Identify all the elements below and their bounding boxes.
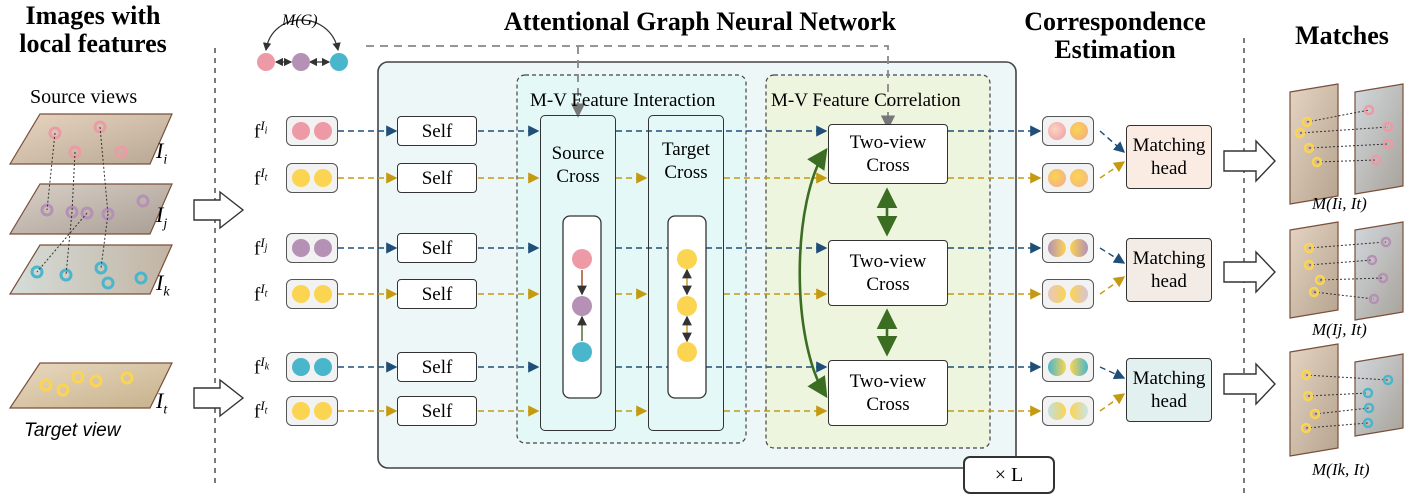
source-view-image-k xyxy=(8,244,173,295)
graph-feed-line-correlation xyxy=(366,45,896,130)
self-box-1: Self xyxy=(397,116,477,146)
correspondence-heading: Correspondence Estimation xyxy=(1024,7,1206,64)
mv-correlation-title: M-V Feature Correlation xyxy=(771,90,961,111)
graph-node-cyan xyxy=(330,53,348,71)
target-to-features-arrow xyxy=(193,378,245,418)
output-pill-t3 xyxy=(1042,396,1094,426)
agnn-heading: Attentional Graph Neural Network xyxy=(503,7,897,36)
view-label-i: Ii xyxy=(156,138,168,168)
feature-pill-k xyxy=(286,352,338,382)
source-to-features-arrow xyxy=(193,190,245,230)
self-box-2: Self xyxy=(397,163,477,193)
feature-pill-i xyxy=(286,116,338,146)
match-image-1 xyxy=(1289,83,1404,205)
source-view-image-i xyxy=(8,113,173,165)
feature-label-i: fIi xyxy=(254,118,268,143)
feature-label-j: fIj xyxy=(254,235,268,260)
view-label-k: Ik xyxy=(156,270,170,300)
mv-interaction-title: M-V Feature Interaction xyxy=(530,90,716,111)
output-pill-t1 xyxy=(1042,163,1094,193)
target-cross-inner-graph xyxy=(667,215,707,399)
self-box-3: Self xyxy=(397,233,477,263)
feature-label-t2: fIt xyxy=(254,281,268,306)
images-heading: Images with local features xyxy=(19,1,167,58)
match-label-2: M(Ij, It) xyxy=(1312,320,1367,339)
source-cross-inner-graph xyxy=(562,215,602,399)
target-view-image xyxy=(8,362,173,409)
output-pill-i xyxy=(1042,116,1094,146)
self-box-4: Self xyxy=(397,279,477,309)
flow-arrows xyxy=(338,125,1126,417)
match-image-3 xyxy=(1289,343,1404,457)
repeat-l-box: × L xyxy=(963,456,1055,494)
output-pill-k xyxy=(1042,352,1094,382)
target-view-label: Target view xyxy=(24,420,121,441)
feature-pill-j xyxy=(286,233,338,263)
feature-pill-t3 xyxy=(286,396,338,426)
source-view-image-j xyxy=(8,183,173,235)
two-view-connectors xyxy=(798,147,898,399)
match-image-2 xyxy=(1289,221,1404,321)
feature-label-t3: fIt xyxy=(254,398,268,423)
view-label-t: It xyxy=(156,388,168,418)
feature-pill-t2 xyxy=(286,279,338,309)
source-correspondence-lines xyxy=(36,126,109,276)
match-label-1: M(Ii, It) xyxy=(1312,194,1367,213)
source-views-label: Source views xyxy=(30,86,138,108)
view-label-j: Ij xyxy=(156,202,168,232)
match-arrow-2 xyxy=(1223,250,1276,294)
self-box-5: Self xyxy=(397,352,477,382)
graph-node-pink xyxy=(257,53,275,71)
feature-label-t1: fIt xyxy=(254,165,268,190)
output-pill-t2 xyxy=(1042,279,1094,309)
output-pill-j xyxy=(1042,233,1094,263)
graph-label: M(G) xyxy=(282,12,318,29)
feature-pill-t1 xyxy=(286,163,338,193)
feature-label-k: fIk xyxy=(254,354,270,379)
match-arrow-1 xyxy=(1223,139,1276,183)
matches-heading: Matches xyxy=(1295,21,1389,50)
match-label-3: M(Ik, It) xyxy=(1312,460,1370,479)
graph-arc xyxy=(262,19,341,52)
match-arrow-3 xyxy=(1223,362,1276,406)
self-box-6: Self xyxy=(397,396,477,426)
graph-node-purple xyxy=(292,53,310,71)
